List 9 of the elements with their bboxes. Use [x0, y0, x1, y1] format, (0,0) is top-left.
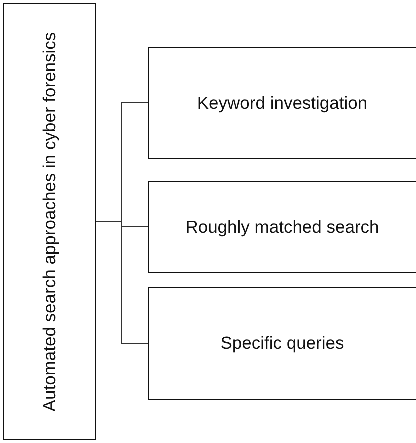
connector-line	[96, 221, 148, 344]
category-title: Automated search approaches in cyber forensics	[39, 30, 60, 414]
approach-label: Specific queries	[220, 333, 344, 354]
approach-label: Keyword investigation	[197, 92, 368, 114]
approach-label: Roughly matched search	[186, 216, 380, 238]
approach-box	[148, 47, 416, 159]
approach-box	[148, 181, 416, 273]
category-box	[3, 3, 96, 440]
approach-box	[148, 287, 416, 400]
